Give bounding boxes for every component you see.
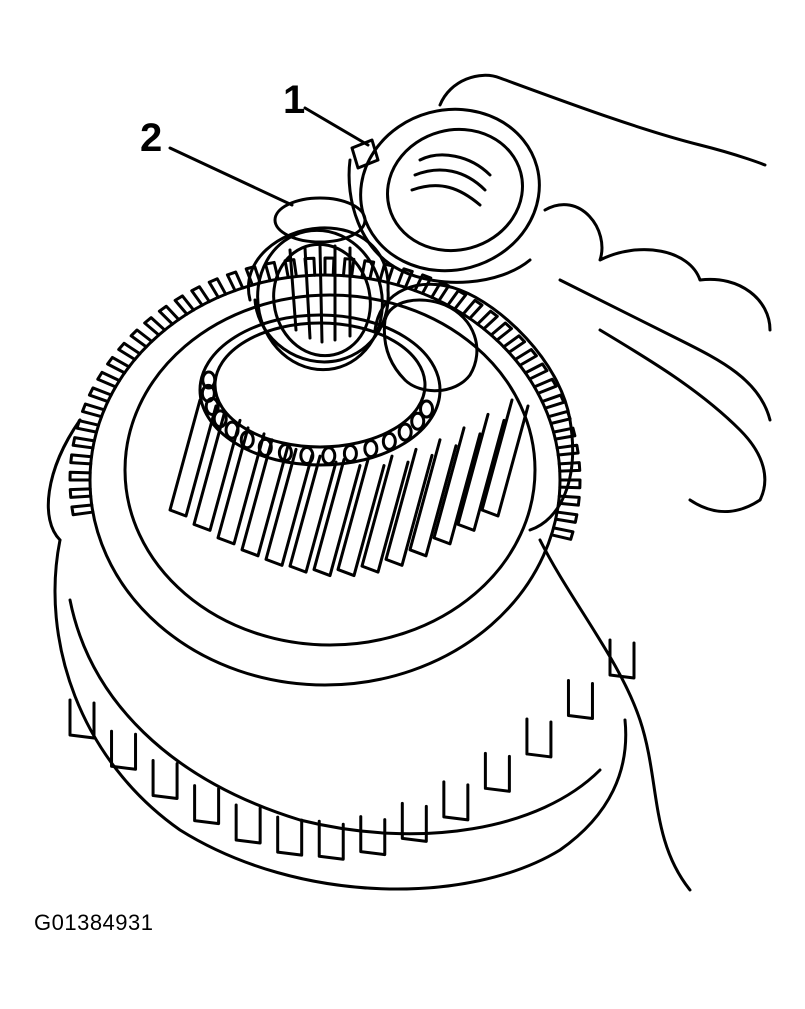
clutch-hub [46,418,636,891]
hand [373,73,772,892]
callout-2: 2 [140,116,163,160]
figure-id: G01384931 [34,910,154,935]
helical-gear [68,256,582,687]
leader-line-2 [168,146,294,207]
snap-ring-sleeve [347,107,541,284]
thrust-washer [256,228,384,372]
leader-line-1 [303,106,370,147]
bearing-ring [198,313,442,467]
callout-1: 1 [283,78,306,122]
